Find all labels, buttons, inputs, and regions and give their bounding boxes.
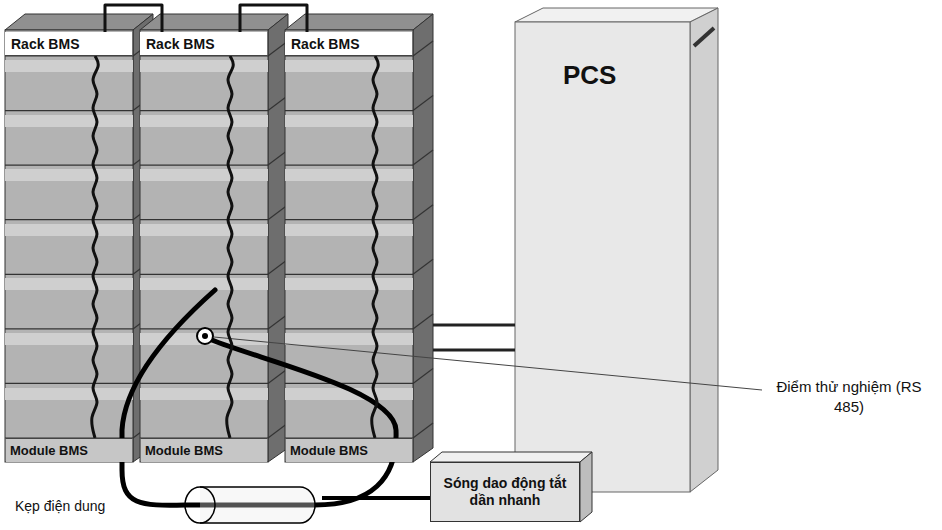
generator-cable — [322, 496, 430, 500]
battery-rack — [140, 14, 288, 462]
rack-bms-box: Rack BMS — [285, 32, 412, 56]
test-point-label: Điểm thử nghiệm (RS 485) — [768, 377, 930, 416]
clamp-body — [200, 487, 315, 523]
rack-bms-box: Rack BMS — [5, 32, 132, 56]
capacitive-clamp: Kẹp điện dung — [12, 485, 322, 527]
node-text: Kẹp điện dung — [12, 498, 105, 514]
module-bms-box: Module BMS — [141, 438, 267, 462]
node-text: Module BMS — [141, 439, 267, 463]
node-text: Rack BMS — [140, 32, 267, 56]
bms-link — [227, 56, 234, 438]
pcs-cabinet-top — [515, 8, 718, 22]
node-text: Rack BMS — [285, 32, 412, 56]
node-text: Module BMS — [6, 439, 132, 463]
test-point-center — [202, 333, 208, 339]
test-point — [197, 328, 213, 344]
node-text: Sóng dao động tắt dần nhanh — [437, 475, 573, 509]
cabinet-mark — [694, 28, 714, 46]
pcs-cabinet-side — [690, 8, 718, 492]
node-text: Rack BMS — [5, 32, 132, 56]
rack-bms-box: Rack BMS — [140, 32, 267, 56]
power-cable — [433, 324, 515, 327]
bms-link — [92, 56, 99, 438]
burst-generator: Sóng dao động tắt dần nhanh — [430, 462, 580, 522]
node-text: Module BMS — [286, 439, 412, 463]
generator-top — [430, 452, 592, 462]
clamp-end — [185, 487, 215, 523]
leader-line — [214, 337, 762, 390]
node-text: PCS — [515, 22, 690, 91]
module-bms-box: Module BMS — [286, 438, 412, 462]
pcs-cabinet: PCS — [515, 22, 690, 492]
power-cable — [433, 349, 515, 352]
coupling-cable — [122, 290, 396, 505]
bms-link — [240, 5, 307, 32]
pcs-cabinet-front — [515, 22, 690, 492]
generator-side — [580, 452, 592, 522]
bms-link — [372, 56, 379, 438]
bms-link — [105, 5, 162, 32]
module-bms-box: Module BMS — [6, 438, 132, 462]
